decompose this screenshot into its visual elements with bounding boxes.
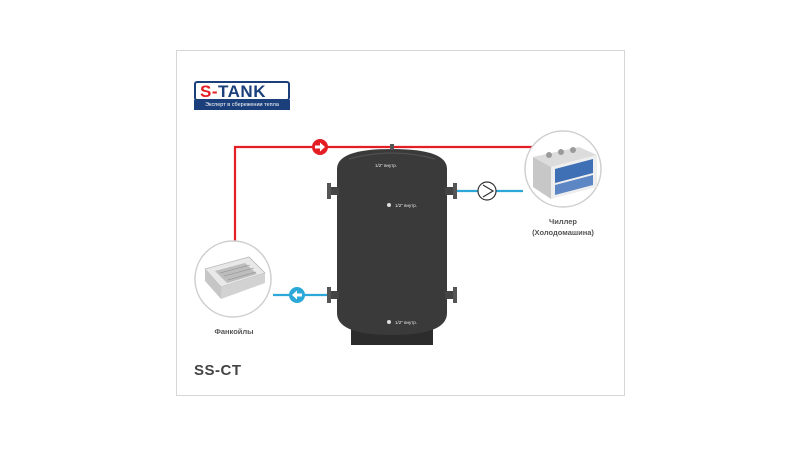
s-tank-logo: S-TANK Эксперт в сбережении тепла (194, 81, 290, 111)
diagram-card: S-TANK Эксперт в сбережении тепла (176, 50, 625, 396)
model-name: SS-CT (194, 362, 242, 379)
chiller-label: Чиллер (548, 217, 578, 226)
left-arrow-icon (289, 287, 305, 303)
port-label-bottom: 1/2" внутр. (395, 320, 417, 325)
port-label-top: 1/2" внутр. (375, 163, 397, 168)
chiller-unit (524, 130, 602, 208)
port-label-middle: 1/2" внутр. (395, 203, 417, 208)
pump-icon (477, 181, 497, 201)
logo-tagline: Эксперт в сбережении тепла (194, 100, 290, 110)
fancoil-unit (194, 240, 272, 318)
fancoils-label: Фанкойлы (214, 327, 254, 336)
right-arrow-icon (312, 139, 328, 155)
buffer-tank: 1/2" внутр. 1/2" внутр. 1/2" внутр. (327, 144, 457, 345)
chiller-sublabel: (Холодомашина) (532, 228, 594, 237)
piping-diagram: 1/2" внутр. 1/2" внутр. 1/2" внутр. (194, 130, 602, 345)
